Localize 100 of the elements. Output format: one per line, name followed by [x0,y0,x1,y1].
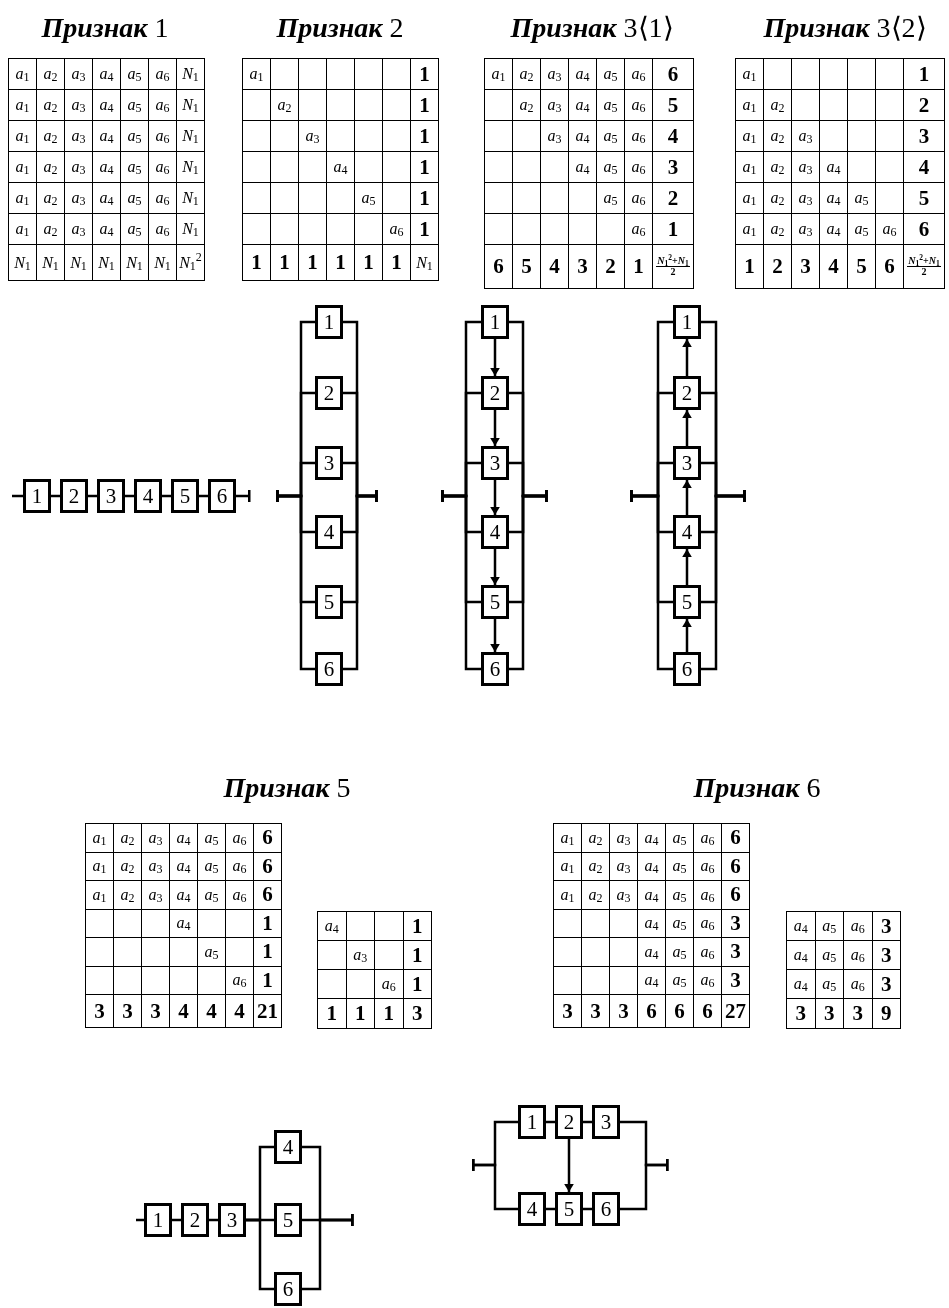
table-cell: a$_{5}$ [666,938,694,967]
table-cell: N$_{1}$ [177,90,205,121]
table-cell: a$_{6}$ [694,938,722,967]
table-cell: 4 [904,152,945,183]
table-cell: 1 [625,245,653,289]
table-cell: a$_{5}$ [121,214,149,245]
table-cell: 5 [513,245,541,289]
table-cell: a$_{5}$ [597,152,625,183]
table-cell: a$_{2}$ [37,214,65,245]
table-cell: a$_{6}$ [226,824,254,853]
table-cell: a$_{5}$ [198,938,226,967]
table-cell: 5 [904,183,945,214]
table-cell: a$_{3}$ [541,121,569,152]
numbered-box: 4 [315,515,343,549]
table-cell: 2 [597,245,625,289]
table-cell: a$_{6}$ [844,941,873,970]
table-cell: 3 [872,941,901,970]
table-cell: a$_{4}$ [170,909,198,938]
table-cell: a$_{5}$ [121,183,149,214]
numbered-box: 6 [673,652,701,686]
table-cell: 1 [411,152,439,183]
table-cell: 1 [403,941,432,970]
table-cell: 3 [872,970,901,999]
table-cell: a$_{4}$ [93,90,121,121]
table-cell: a$_{4}$ [93,121,121,152]
table-cell: 1 [736,245,764,289]
table-cell: 5 [848,245,876,289]
table-cell: 1 [327,245,355,281]
table-cell: N$_{1}$ [9,245,37,281]
numbered-box: 1 [315,305,343,339]
table-cell: a$_{2}$ [114,824,142,853]
table-cell: 4 [653,121,694,152]
table-cell: a$_{2}$ [37,59,65,90]
table-cell: 21 [254,995,282,1028]
table-cell: a$_{2}$ [764,121,792,152]
table-cell: 6 [722,881,750,910]
arrow [682,339,692,376]
table-cell: 6 [722,852,750,881]
table-cell: 6 [694,995,722,1028]
table-cell: a$_{6}$ [876,214,904,245]
table-cell: a$_{6}$ [149,90,177,121]
arrow [682,619,692,652]
table-cell: a$_{5}$ [848,214,876,245]
table-cell: a$_{1}$ [736,59,764,90]
fraction-denominator: 2 [921,267,927,277]
table-cell: 1 [375,999,404,1029]
numbered-box: 4 [134,479,162,513]
table-cell: a$_{5}$ [815,970,844,999]
table-cell: 1 [411,121,439,152]
table-cell: a$_{6}$ [625,152,653,183]
table-cell: N$_{1}$ [93,245,121,281]
table-cell: 3 [569,245,597,289]
table-cell: a$_{5}$ [666,909,694,938]
table-cell: a$_{6}$ [149,183,177,214]
table-cell: 3 [554,995,582,1028]
table-cell: 1 [403,970,432,999]
heading: Признак 2 [276,14,404,42]
table-cell: 1 [346,999,375,1029]
numbered-box: 5 [481,585,509,619]
table-cell: a$_{1}$ [485,59,513,90]
numbered-box: 2 [60,479,88,513]
table-cell: 2 [904,90,945,121]
table-cell: a$_{2}$ [114,852,142,881]
table-cell: 1 [318,999,347,1029]
table-cell: 6 [638,995,666,1028]
numbered-box: 2 [315,376,343,410]
arrow [490,480,500,515]
table-cell: a$_{4}$ [787,941,816,970]
table-cell: 6 [666,995,694,1028]
table-cell: a$_{3}$ [142,852,170,881]
connector-line [236,490,251,502]
table-cell: a$_{6}$ [694,824,722,853]
arrow [490,619,500,652]
table-cell: 9 [872,999,901,1029]
table-cell: a$_{3}$ [299,121,327,152]
table-cell: a$_{6}$ [149,59,177,90]
fraction-numerator: N$_{1}$$^{2}$+N$_{1}$ [656,256,690,267]
numbered-box: 3 [592,1105,620,1139]
table-cell: a$_{3}$ [65,183,93,214]
table-cell: 4 [541,245,569,289]
table-cell: a$_{4}$ [569,121,597,152]
table-cell: 3 [722,909,750,938]
table-cell: 3 [142,995,170,1028]
table-cell: a$_{5}$ [597,121,625,152]
table-cell: a$_{4}$ [638,852,666,881]
table-cell: a$_{6}$ [383,214,411,245]
fraction-numerator: N$_{1}$$^{2}$+N$_{1}$ [907,256,941,267]
numbered-box: 2 [181,1203,209,1237]
table-cell: 6 [904,214,945,245]
table-cell: 6 [653,59,694,90]
table-cell: a$_{3}$ [65,59,93,90]
numbered-box: 1 [23,479,51,513]
table-cell: a$_{5}$ [121,90,149,121]
table-cell: N$_{1}$ [65,245,93,281]
table-cell: a$_{6}$ [694,966,722,995]
arrow [490,410,500,446]
table-cell: 1 [653,214,694,245]
table-cell: a$_{6}$ [844,912,873,941]
table-cell: 1 [254,909,282,938]
table-cell: 3 [722,938,750,967]
